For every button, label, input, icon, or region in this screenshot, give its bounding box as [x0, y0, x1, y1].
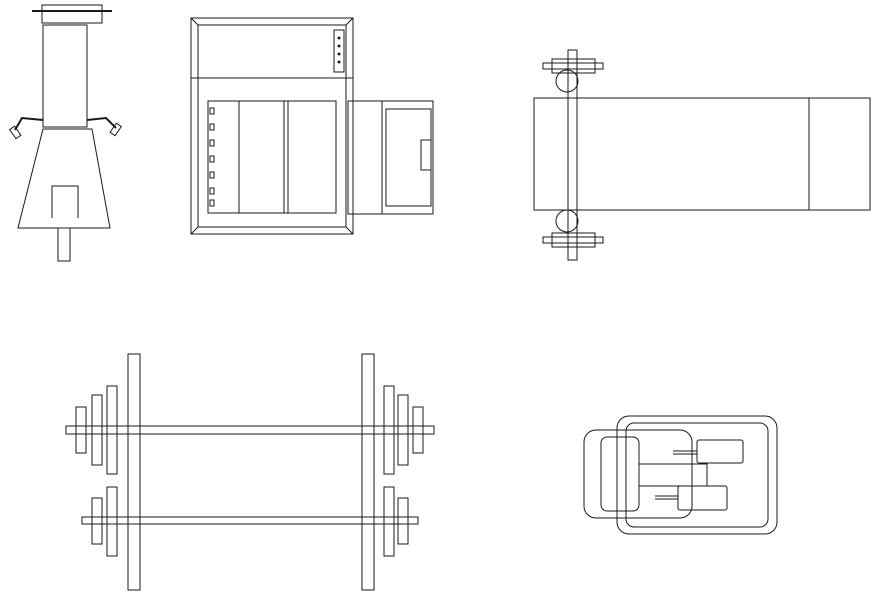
drawer-tab	[209, 123, 215, 131]
rack-upright-left	[127, 353, 141, 591]
plate	[75, 406, 87, 454]
cart-outer-frame	[616, 415, 778, 535]
base-trapezoid	[17, 128, 111, 229]
panel-dot	[337, 52, 341, 56]
top-plate-hub	[551, 58, 596, 74]
cabinet-plan	[190, 17, 434, 235]
base-notch	[51, 185, 79, 218]
side-unit-inner	[385, 108, 432, 207]
corner-br	[345, 226, 354, 235]
plate	[91, 394, 103, 466]
bar	[65, 425, 435, 435]
plate	[397, 394, 409, 466]
plate	[412, 406, 424, 454]
cabinet-outer	[190, 17, 354, 235]
left-arm-grip	[8, 125, 22, 140]
top-plate	[542, 62, 604, 70]
cart-tray	[583, 429, 693, 519]
drawer-tab	[209, 155, 215, 163]
cart-seat	[600, 436, 640, 512]
side-unit-notch	[420, 139, 431, 171]
corner-bl	[190, 226, 199, 235]
panel-dot	[337, 36, 341, 40]
cart-handle-upper	[696, 439, 744, 464]
drawer-frame	[207, 100, 337, 214]
panel-dot	[337, 60, 341, 64]
plate	[106, 486, 118, 557]
right-arm-grip	[109, 122, 123, 137]
plate	[383, 385, 395, 475]
top-wheel	[555, 69, 579, 93]
bottom-wheel	[555, 209, 579, 233]
panel-dot	[337, 44, 341, 48]
foot	[18, 227, 110, 262]
bottom-plate	[542, 236, 604, 244]
cart-inner-frame	[625, 422, 769, 528]
plate	[383, 486, 395, 557]
drawer-tab	[209, 187, 215, 195]
drawer-tab	[209, 171, 215, 179]
barbell-rack-plan	[65, 353, 435, 591]
plate	[106, 385, 118, 475]
plate	[397, 497, 409, 545]
drawer-tab	[209, 107, 215, 115]
drawer-tab	[209, 139, 215, 147]
cart-crossbar	[638, 463, 708, 487]
bench-axle	[567, 49, 578, 261]
column	[42, 24, 88, 128]
plate	[91, 497, 103, 545]
drawer-tab	[209, 199, 215, 207]
bench-plan	[533, 49, 871, 261]
rack-upright-right	[361, 353, 375, 591]
right-arm	[86, 116, 117, 129]
bench-body	[533, 97, 871, 211]
barbell-lower	[81, 486, 419, 557]
corner-tl	[190, 17, 199, 26]
top-cap	[41, 4, 103, 24]
barbell-upper	[65, 385, 435, 475]
cabinet-inner	[197, 24, 347, 228]
corner-tr	[345, 17, 354, 26]
left-arm	[14, 116, 44, 131]
side-unit-outer	[347, 100, 434, 215]
stand-front-elevation	[8, 4, 123, 262]
control-panel	[333, 29, 345, 73]
bar	[81, 516, 419, 525]
bottom-plate-hub	[551, 232, 596, 248]
cart-handle-lower	[677, 485, 728, 511]
trolley-plan	[583, 415, 778, 535]
